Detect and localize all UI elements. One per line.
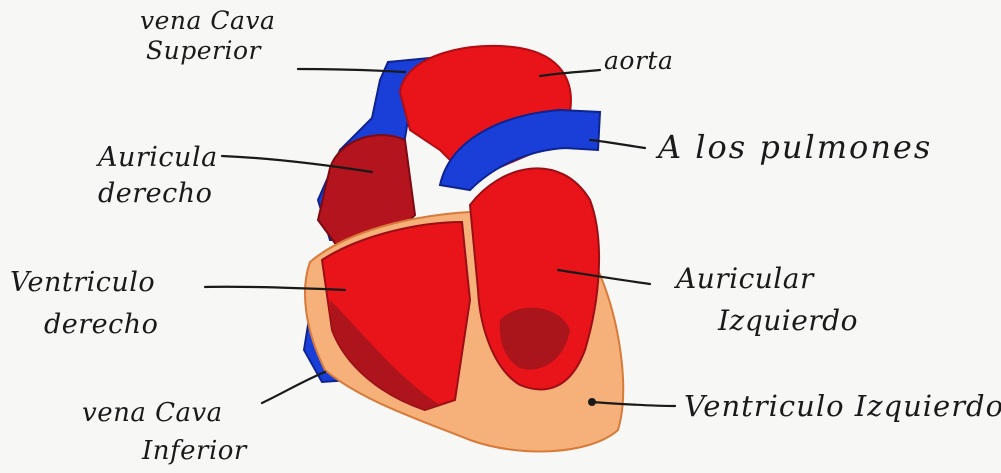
- label-atrium-right-line1: Auricula: [98, 140, 218, 176]
- label-vena-cava-inferior: vena Cava Inferior: [82, 394, 247, 470]
- label-ventricle-left-line1: Ventriculo Izquierdo: [684, 388, 1001, 424]
- label-ventricle-right-line2: derecho: [10, 304, 158, 346]
- label-aorta-line1: aorta: [604, 46, 673, 76]
- label-ventricle-right: Ventriculo derecho: [10, 262, 158, 346]
- label-ventricle-left: Ventriculo Izquierdo: [684, 388, 1001, 424]
- label-ventricle-right-line1: Ventriculo: [10, 262, 158, 304]
- label-vena-cava-superior: vena Cava Superior: [140, 6, 275, 66]
- label-lungs-line1: A los pulmones: [658, 128, 932, 166]
- label-vena-cava-superior-line2: Superior: [140, 36, 275, 66]
- label-vena-cava-inferior-line1: vena Cava: [82, 394, 247, 432]
- leader-line-vena-cava-inferior: [262, 372, 325, 403]
- ventricle-left-pointer-dot: [588, 398, 596, 406]
- label-atrium-right: Auricula derecho: [98, 140, 218, 212]
- label-atrium-left: Auricular Izquierdo: [676, 258, 858, 342]
- label-aorta: aorta: [604, 46, 673, 76]
- label-atrium-left-line1: Auricular: [676, 258, 858, 300]
- label-vena-cava-inferior-line2: Inferior: [82, 432, 247, 470]
- label-atrium-left-line2: Izquierdo: [676, 300, 858, 342]
- label-vena-cava-superior-line1: vena Cava: [140, 6, 275, 36]
- label-atrium-right-line2: derecho: [98, 176, 218, 212]
- label-lungs: A los pulmones: [658, 128, 932, 166]
